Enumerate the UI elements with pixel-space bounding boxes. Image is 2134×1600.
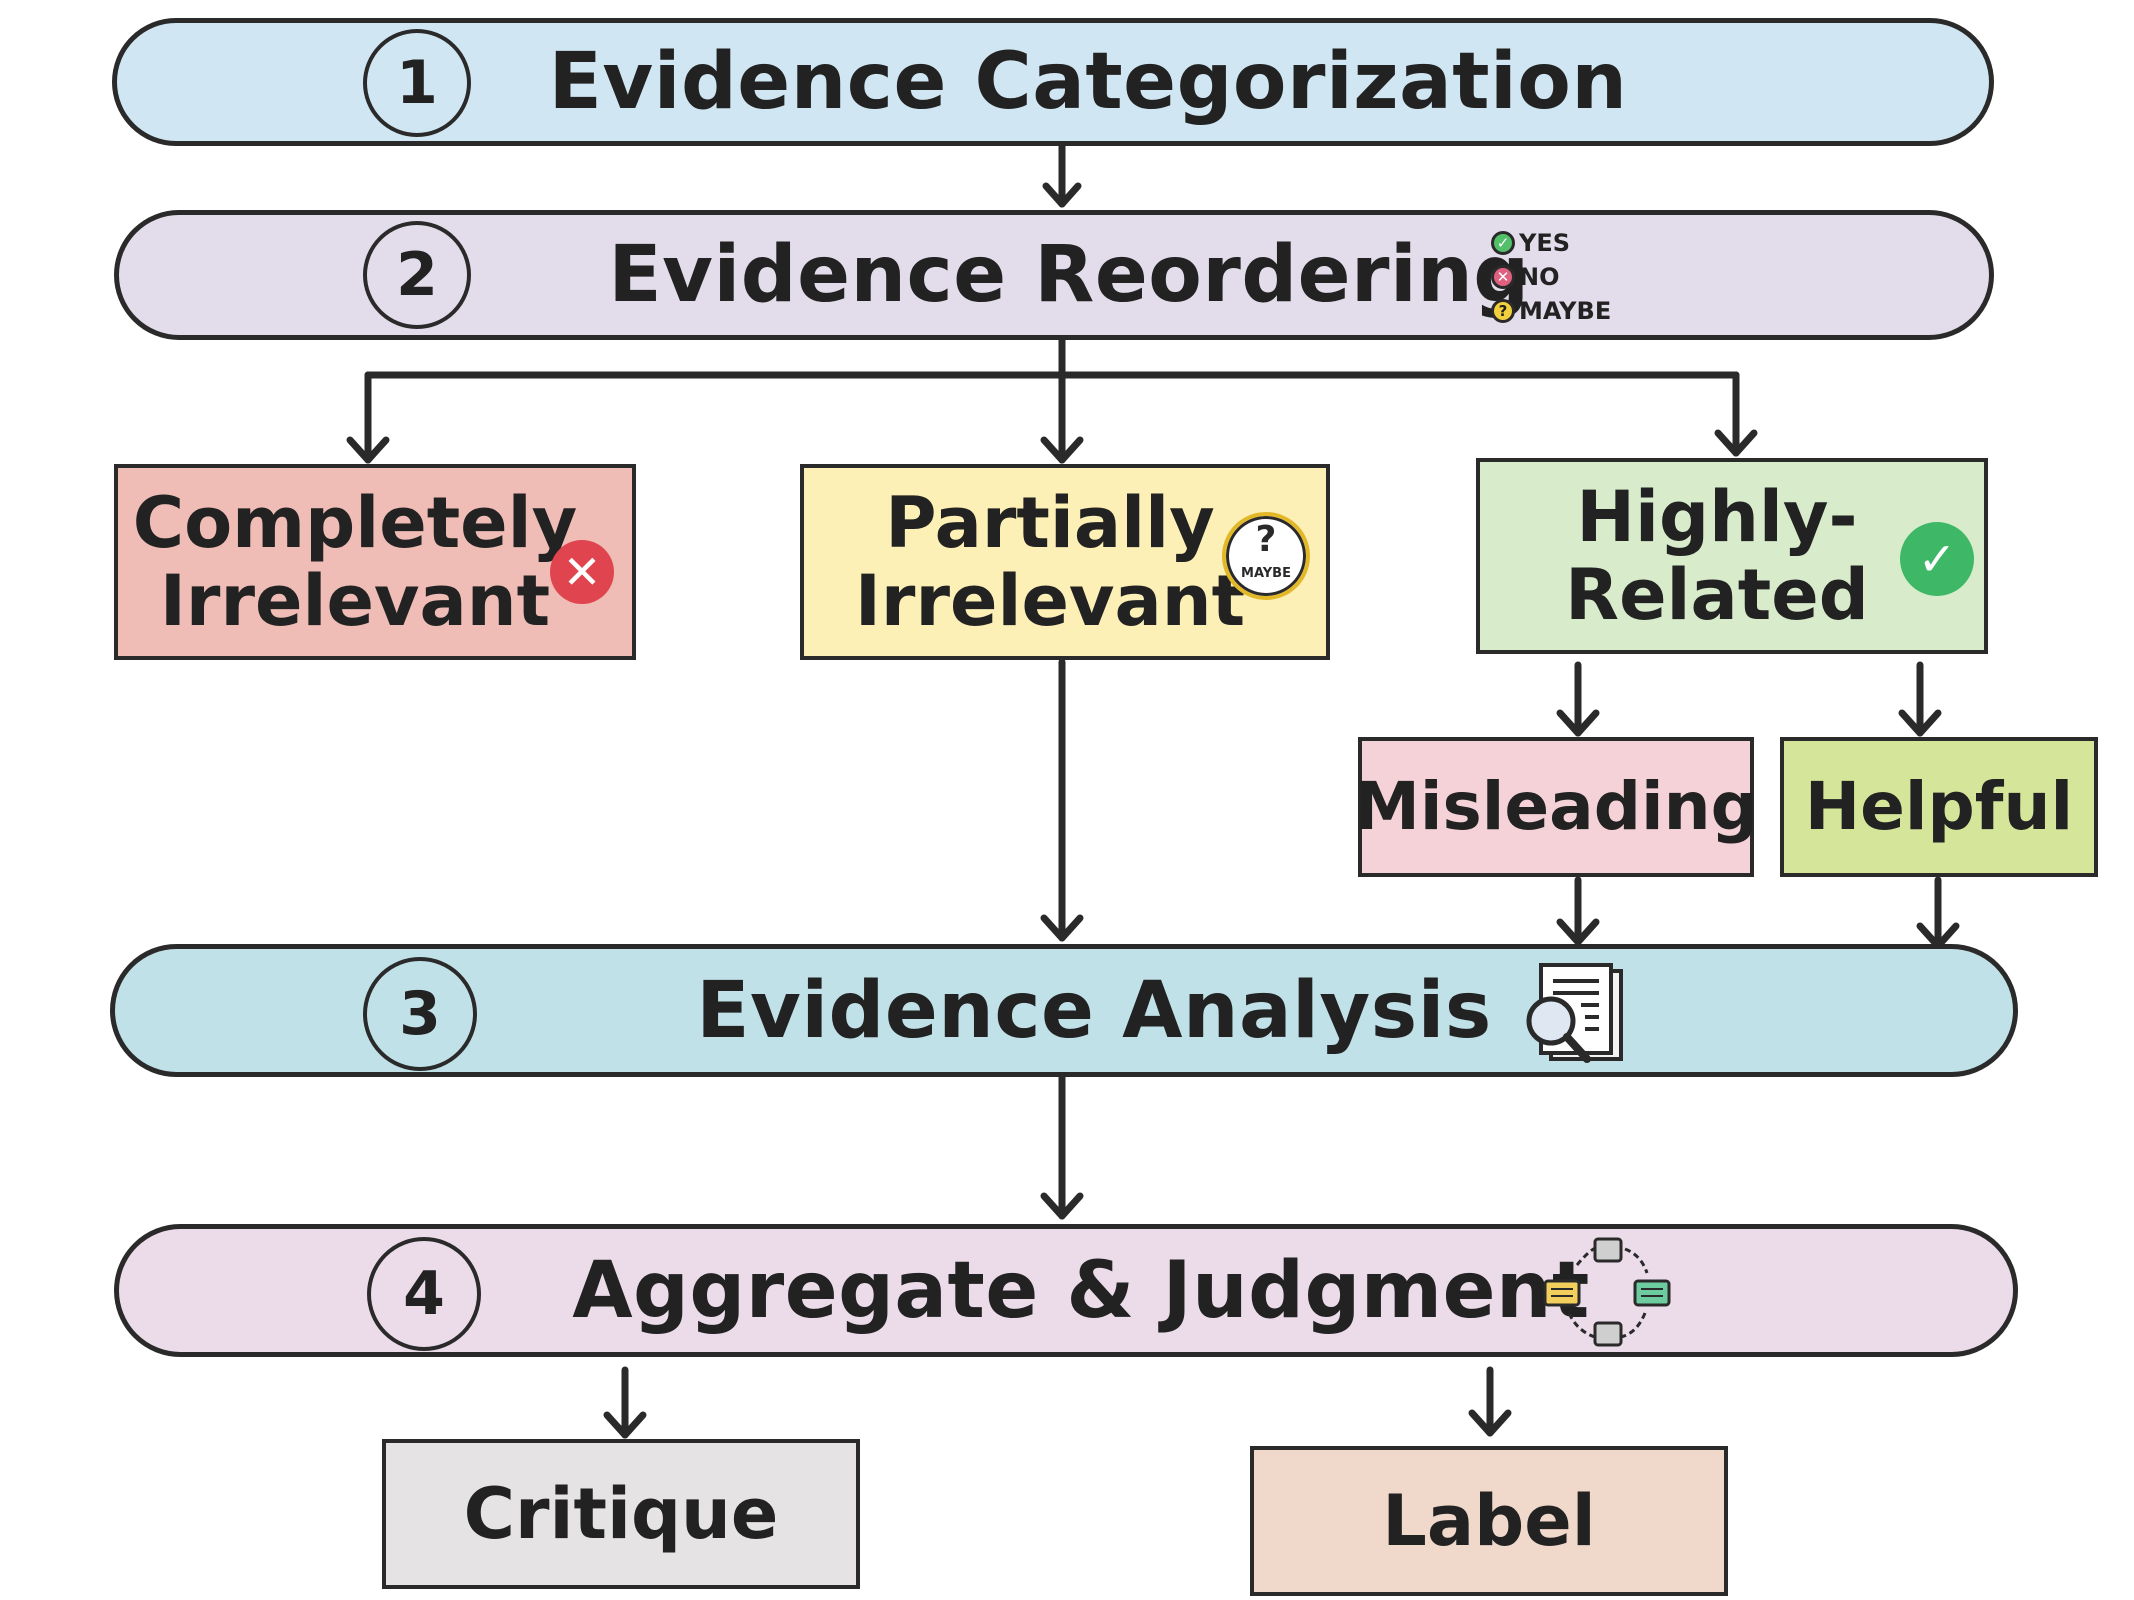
legend-yes-label: YES <box>1519 229 1571 257</box>
document-magnifier-icon <box>1526 963 1623 1063</box>
legend-no: ✕ NO <box>1491 263 1560 291</box>
legend-no-label: NO <box>1519 263 1560 291</box>
maybe-badge-text: MAYBE <box>1241 566 1291 581</box>
highly-line1: Highly- <box>1576 475 1858 558</box>
label-box: Label <box>1250 1446 1728 1596</box>
question-maybe-icon: ? MAYBE <box>1222 512 1310 600</box>
step4-pill: 4 Aggregate & Judgment <box>114 1224 2018 1357</box>
no-icon: ✕ <box>1491 265 1515 289</box>
legend-yes: ✓ YES <box>1491 229 1570 257</box>
step1-number: 1 <box>363 29 471 137</box>
feedback-cycle-icon <box>1543 1237 1671 1347</box>
critique-box: Critique <box>382 1439 860 1589</box>
x-circle-icon: ✕ <box>550 540 614 604</box>
partially-line1: Partially <box>885 481 1215 564</box>
helpful-label: Helpful <box>1804 768 2074 846</box>
helpful-box: Helpful <box>1780 737 2098 877</box>
step4-title: Aggregate & Judgment <box>572 1245 1590 1336</box>
completely-line1: Completely <box>132 481 578 564</box>
step2-title: Evidence Reordering <box>608 230 1530 320</box>
misleading-box: Misleading <box>1354 737 1758 877</box>
highly-line2: Related <box>1565 554 1869 636</box>
step3-pill: 3 Evidence Analysis <box>110 944 2018 1077</box>
step3-title: Evidence Analysis <box>696 965 1492 1056</box>
arrow-head <box>1042 182 1082 208</box>
label-label: Label <box>1382 1479 1596 1562</box>
critique-label: Critique <box>463 1472 779 1555</box>
step2-pill: 2 Evidence Reordering ✓ YES ✕ NO ? MAYBE <box>114 210 1994 340</box>
highly-related-box: Highly- Related <box>1476 458 1988 654</box>
maybe-icon: ? <box>1491 299 1515 323</box>
misleading-label: Misleading <box>1354 768 1758 846</box>
step2-number: 2 <box>363 221 471 329</box>
completely-irrelevant-box: Completely Irrelevant <box>114 464 636 660</box>
completely-line2: Irrelevant <box>159 560 551 642</box>
legend-maybe: ? MAYBE <box>1491 297 1611 325</box>
yes-icon: ✓ <box>1491 231 1515 255</box>
maybe-question-mark: ? <box>1255 519 1277 560</box>
step3-number: 3 <box>363 957 477 1071</box>
step1-title: Evidence Categorization <box>548 37 1628 127</box>
step1-pill: 1 Evidence Categorization <box>112 18 1994 146</box>
legend-maybe-label: MAYBE <box>1519 297 1612 325</box>
partially-line2: Irrelevant <box>854 560 1246 642</box>
check-circle-icon: ✓ <box>1900 522 1974 596</box>
step4-number: 4 <box>367 1237 481 1351</box>
